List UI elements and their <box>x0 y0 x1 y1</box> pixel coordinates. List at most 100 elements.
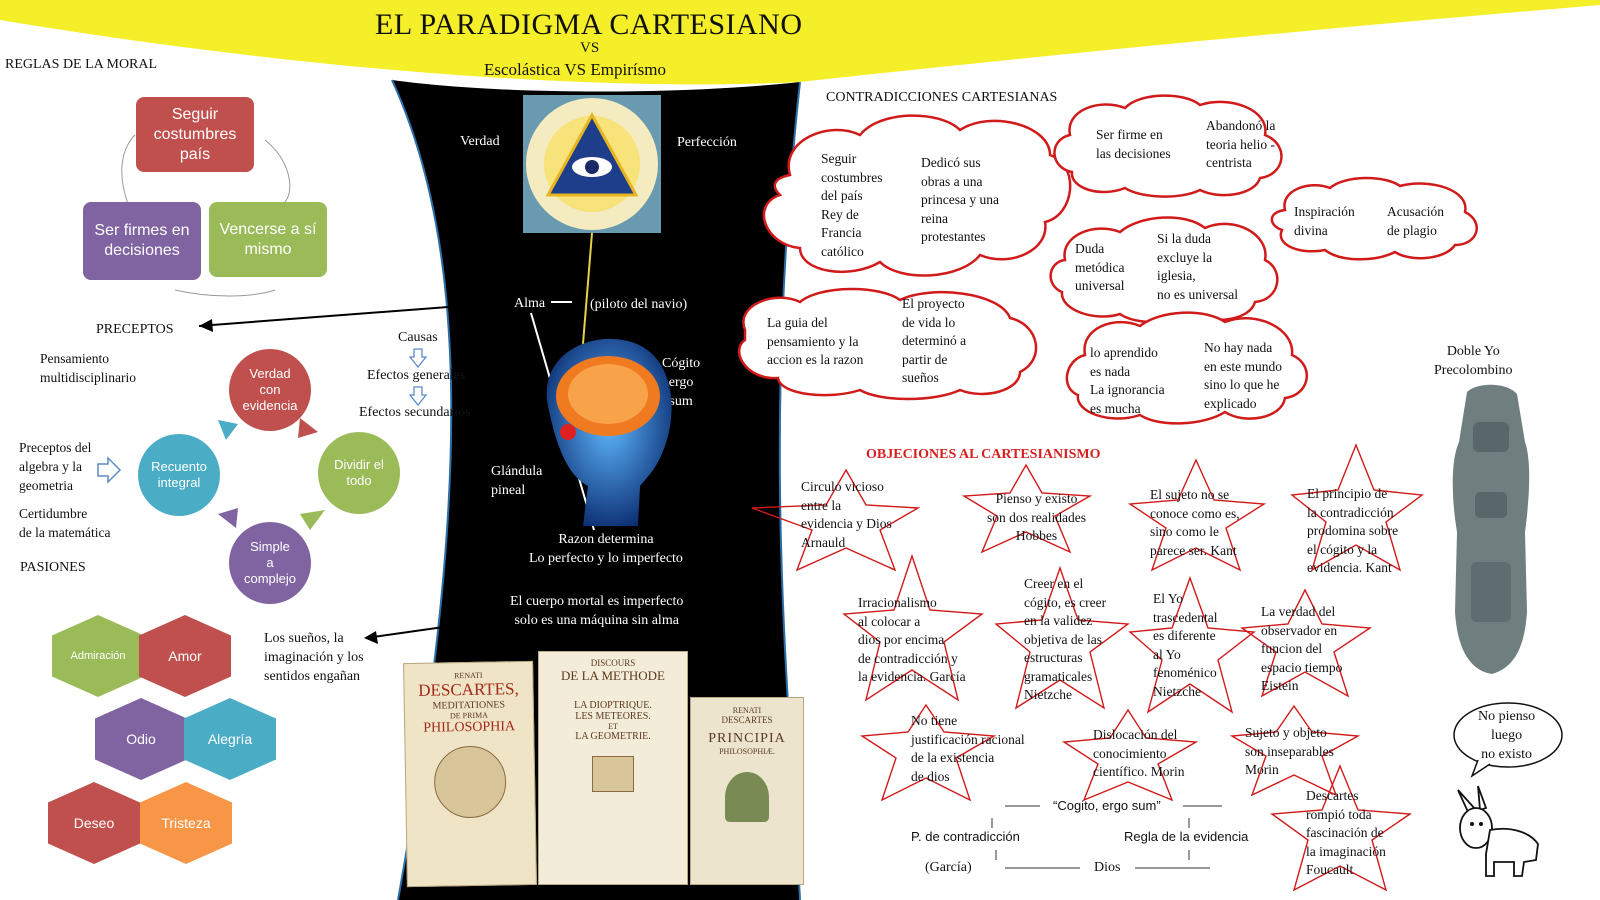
star-2 <box>961 463 1093 554</box>
objecion-12: Descartes rompió toda fascinación de la … <box>1306 788 1386 877</box>
regla-evidencia-label: Regla de la evidencia <box>1124 829 1249 844</box>
cycle-arrows <box>218 418 325 530</box>
label-piloto: (piloto del navio) <box>590 297 688 312</box>
precolumbian-statue-image <box>1452 384 1530 674</box>
star-4 <box>1290 443 1424 572</box>
objecion-3: El sujeto no se conoce como es, sino com… <box>1150 487 1240 558</box>
objecion-4: El principio de la contradicción prodomi… <box>1307 486 1399 575</box>
label-cuerpo: El cuerpo mortal es imperfecto solo es u… <box>510 594 684 628</box>
pasion-tristeza: Tristeza <box>140 782 232 864</box>
cloud-3-right: Acusación de plagio <box>1387 204 1444 238</box>
garcia-label: (García) <box>925 860 972 875</box>
arrow-right-icon <box>97 456 122 484</box>
objecion-10: Dislocación del conocimiento científico.… <box>1093 727 1185 779</box>
note-suenos: Los sueños, la imaginación y los sentido… <box>264 631 364 684</box>
pasion-deseo: Deseo <box>48 782 140 864</box>
star-5 <box>842 553 984 702</box>
cycle-verdad: Verdad con evidencia <box>229 349 311 431</box>
arrow-down-icon <box>409 348 427 368</box>
label-cogito: Cógito ergo sum <box>662 356 701 409</box>
cloud-4 <box>1049 216 1279 324</box>
contradicciones-heading: CONTRADICCIONES CARTESIANAS <box>826 90 1058 105</box>
moral-heading: REGLAS DE LA MORAL <box>5 57 158 72</box>
header-band <box>0 0 1600 85</box>
cloud-5 <box>738 287 1038 401</box>
preceptos-heading: PRECEPTOS <box>96 322 174 337</box>
book-principia: RENATI DESCARTES PRINCIPIA PHILOSOPHIÆ. <box>690 697 804 885</box>
donkey-cartoon-icon <box>1457 785 1539 877</box>
dios-label: Dios <box>1094 860 1121 875</box>
star-3 <box>1127 458 1267 572</box>
moral-item-costumbres: Seguir costumbres país <box>136 97 254 172</box>
star-12 <box>1270 764 1413 892</box>
note-preceptos-algebra: Preceptos del algebra y la geometria <box>19 440 92 493</box>
brain-head-image <box>546 338 672 526</box>
cloud-6-left: lo aprendido es nada La ignorancia es mu… <box>1090 345 1165 416</box>
cloud-5-left: La guia del pensamiento y la accion es l… <box>767 315 864 367</box>
causas-label: Causas <box>398 330 438 345</box>
cogito-label: “Cogito, ergo sum” <box>1053 798 1161 813</box>
page-title: EL PARADIGMA CARTESIANO <box>375 8 803 41</box>
star-1 <box>751 468 921 572</box>
objeciones-heading: OBJECIONES AL CARTESIANISMO <box>866 447 1101 462</box>
objecion-1: Circulo vicioso entre la evidencia y Dio… <box>801 479 892 550</box>
cycle-simple: Simple a complejo <box>229 522 311 604</box>
speech-text: No pienso luego no existo <box>1478 709 1536 762</box>
objecion-9: No tiene justificación racional de la ex… <box>911 713 1025 784</box>
cloud-6-right: No hay nada en este mundo sino lo que he… <box>1204 340 1282 411</box>
doble-yo-label: Doble Yo Precolombino <box>1434 344 1513 378</box>
cloud-1 <box>762 114 1072 277</box>
label-verdad: Verdad <box>460 134 500 149</box>
star-6 <box>994 565 1130 710</box>
cloud-3-left: Inspiración divina <box>1294 204 1355 238</box>
title-vs: VS <box>580 40 600 56</box>
objecion-8: La verdad del observador en funcion del … <box>1261 604 1343 693</box>
objecion-7: El Yo trascedental es diferente al Yo fe… <box>1153 591 1218 699</box>
speech-bubble <box>1453 702 1563 778</box>
pasion-odio: Odio <box>95 698 187 780</box>
pasion-admiracion: Admiración <box>52 615 144 697</box>
book-discours: DISCOURS DE LA METHODE LA DIOPTRIQUE. LE… <box>538 651 688 885</box>
star-9 <box>859 703 997 802</box>
cloud-6 <box>1065 311 1309 425</box>
objecion-11: Sujeto y objeto son inseparables Morin <box>1245 725 1334 777</box>
p-contradiccion-label: P. de contradicción <box>911 829 1020 844</box>
cycle-dividir: Dividir el todo <box>318 432 400 514</box>
efectos-generales-label: Efectos generales <box>367 368 466 383</box>
label-glandula: Glándula pineal <box>491 464 543 498</box>
cloud-3 <box>1270 176 1478 261</box>
cloud-1-right: Dedicó sus obras a una princesa y una re… <box>921 155 999 244</box>
moral-item-firmes: Ser firmes en decisiones <box>83 202 201 280</box>
cloud-4-left: Duda metódica universal <box>1075 241 1125 293</box>
label-alma: Alma <box>514 296 546 311</box>
star-11 <box>1229 704 1361 797</box>
star-7 <box>1128 575 1256 714</box>
note-pensamiento: Pensamiento multidisciplinario <box>40 351 136 385</box>
cloud-2-left: Ser firme en las decisiones <box>1096 127 1171 161</box>
eye-of-providence-icon <box>523 95 661 233</box>
moral-item-vencerse: Vencerse a sí mismo <box>209 202 327 277</box>
page-subtitle: Escolástica VS Empirísmo <box>484 60 666 79</box>
cloud-4-right: Si la duda excluye la iglesia, no es uni… <box>1157 231 1238 302</box>
objecion-2: Pienso y existo son dos realidades Hobbe… <box>987 491 1086 543</box>
pasiones-heading: PASIONES <box>20 560 86 575</box>
cloud-5-right: El proyecto de vida lo determinó a parti… <box>902 296 967 385</box>
star-8 <box>1240 588 1373 698</box>
objecion-5: Irracionalismo al colocar a dios por enc… <box>858 595 966 684</box>
label-razon: Razon determina Lo perfecto y lo imperfe… <box>529 532 683 566</box>
pasion-amor: Amor <box>139 615 231 697</box>
pasion-alegria: Alegría <box>184 698 276 780</box>
cloud-1-left: Seguir costumbres del país Rey de Franci… <box>821 151 883 259</box>
label-perfeccion: Perfección <box>677 135 737 150</box>
cycle-recuento: Recuento integral <box>138 434 220 516</box>
objecion-6: Creer en el cógito, es creer en la valid… <box>1024 576 1107 702</box>
star-10 <box>1061 708 1199 802</box>
cloud-2 <box>1053 94 1283 198</box>
cloud-2-right: Abandonó la teoria helio - centrista <box>1206 118 1276 170</box>
note-certidumbre: Certidumbre de la matemática <box>19 506 111 540</box>
efectos-secundarios-label: Efectos secundarios <box>359 405 471 420</box>
arrow-down-icon <box>409 386 427 406</box>
